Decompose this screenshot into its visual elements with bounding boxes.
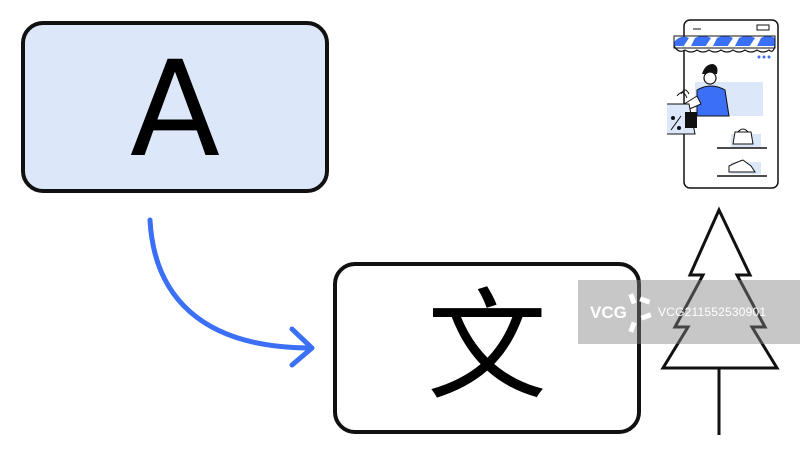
- watermark-brand: VCG: [590, 303, 627, 322]
- curved-arrow-icon: [147, 217, 315, 368]
- target-language-card: 文: [333, 262, 641, 434]
- watermark-id: VCG211552530901: [658, 305, 767, 319]
- vcg-logo-icon: VCG: [590, 293, 652, 333]
- chinese-character: 文: [427, 278, 547, 417]
- source-language-card: A: [21, 21, 329, 193]
- latin-letter-a: A: [129, 33, 221, 187]
- watermark: VCG VCG211552530901: [578, 280, 800, 344]
- pine-tree-icon: [660, 206, 780, 435]
- phone-shop-illustration: [667, 19, 779, 189]
